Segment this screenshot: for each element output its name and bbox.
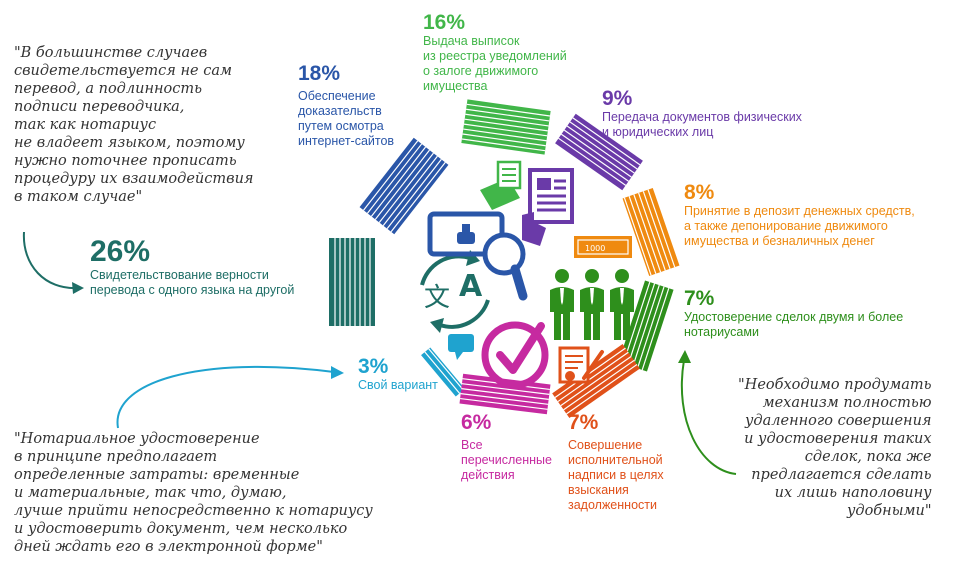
segment-bar-3: [421, 347, 465, 397]
quote-right: "Необходимо продумать механизм полностью…: [738, 377, 932, 519]
document-hand-icon: [522, 168, 574, 246]
segment-label-18: 18% Обеспечение доказательств путем осмо…: [298, 62, 395, 149]
chat-bubble-icon: [448, 334, 474, 360]
person-icon: [610, 269, 634, 340]
banknote-icon: 1000: [574, 236, 632, 258]
arrow-right: [680, 359, 737, 475]
quote-top-left: "В большинстве случаев свидетельствуется…: [14, 45, 254, 205]
segment-bar-7a: [618, 280, 674, 372]
segment-bar-16: [461, 99, 551, 155]
arrow-top-left: [22, 231, 79, 290]
segment-bar-18: [359, 137, 449, 235]
quote-bottom-left: "Нотариальное удостоверение в принципе п…: [14, 431, 373, 555]
translate-icon: 文 A: [420, 250, 490, 333]
segment-label-16: 16% Выдача выписок из реестра уведомлени…: [423, 11, 567, 94]
segment-label-6: 6% Все перечисленные действия: [461, 411, 552, 483]
segment-bar-9: [555, 113, 643, 191]
segment-label-9: 9% Передача документов физических и юрид…: [602, 87, 802, 140]
segment-label-7b: 7% Совершение исполнительной надписи в ц…: [568, 411, 664, 513]
browser-magnifier-icon: [427, 211, 528, 301]
three-persons-icon: [550, 269, 634, 340]
arrow-bottom-left: [116, 365, 335, 429]
svg-text:1000: 1000: [585, 244, 605, 253]
person-icon: [580, 269, 604, 340]
octagon-segments: [329, 99, 680, 418]
segment-bar-26: [329, 238, 375, 326]
folder-document-icon: [480, 160, 522, 210]
segment-label-7a: 7% Удостоверение сделок двумя и более но…: [684, 287, 904, 340]
document-seal-icon: [558, 346, 604, 384]
segment-label-26: 26% Свидетельствование верности перевода…: [90, 235, 295, 298]
svg-text:文: 文: [424, 283, 450, 313]
segment-bar-8: [622, 188, 680, 276]
segment-label-3: 3% Свой вариант: [358, 355, 438, 393]
segment-bar-7b: [552, 344, 640, 418]
checkmark-icon: [481, 321, 549, 389]
arrows: [22, 231, 737, 475]
person-icon: [550, 269, 574, 340]
svg-text:A: A: [459, 269, 483, 304]
segment-label-8: 8% Принятие в депозит денежных средств, …: [684, 181, 915, 249]
